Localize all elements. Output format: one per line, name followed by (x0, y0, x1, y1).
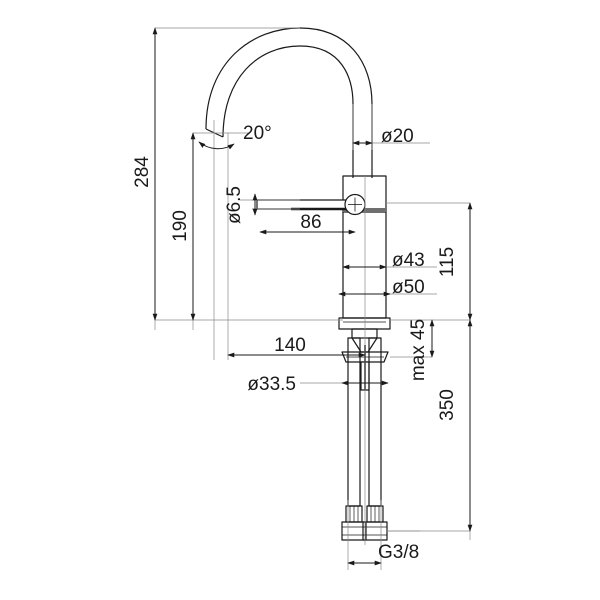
label-lever-bar-diameter: ø6.5 (224, 186, 245, 224)
label-base-flange-diameter: ø50 (392, 277, 425, 298)
label-body-height: 115 (437, 247, 458, 277)
dimarc-20deg (198, 141, 235, 150)
label-thread-size: G3/8 (378, 542, 419, 563)
label-max-thickness: max 45 (408, 319, 429, 381)
label-spout-reach: 140 (274, 335, 306, 356)
center-lines (154, 28, 471, 570)
dimension-labels: 284 190 20° ø6.5 86 ø20 ø43 ø50 115 140 … (132, 123, 458, 563)
mounting-washer (341, 351, 389, 363)
extension-lines (155, 27, 470, 532)
label-hose-length: 350 (437, 389, 458, 421)
dimension-lines (152, 27, 473, 566)
hose-left-hex-nut (341, 521, 367, 541)
label-spout-tube-diameter: ø20 (381, 126, 414, 147)
label-outlet-angle: 20° (243, 123, 272, 144)
label-spout-height: 190 (170, 210, 191, 242)
base-flange (338, 317, 391, 330)
spout-outer-curve (205, 27, 373, 178)
mounting-shank (351, 328, 378, 339)
label-overall-height: 284 (132, 156, 153, 188)
faucet-body-geometry (205, 27, 391, 541)
label-body-diameter: ø43 (392, 250, 425, 271)
hose-right (368, 337, 382, 507)
lever-handle-bar (256, 199, 356, 210)
label-washer-diameter: ø33.5 (247, 374, 296, 395)
spout-inner-curve (222, 45, 354, 178)
label-lever-length: 86 (300, 212, 321, 233)
body-cartridge-band (343, 208, 386, 212)
hose-left (347, 337, 361, 507)
